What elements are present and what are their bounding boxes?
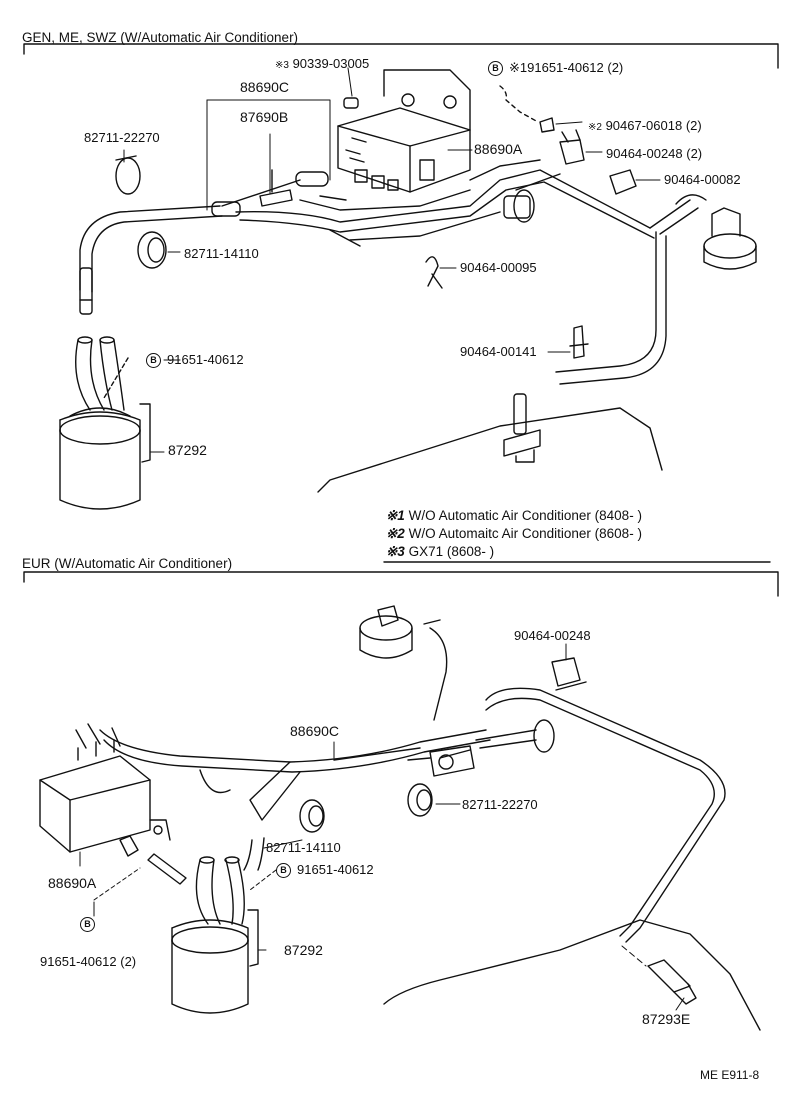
label-191651-40612: B ※191651-40612 (2) xyxy=(488,60,624,77)
note-1: ※1 W/O Automatic Air Conditioner (8408- … xyxy=(386,508,642,524)
footer-code: ME E911-8 xyxy=(700,1068,760,1082)
bottom-section-bracket xyxy=(23,571,779,597)
top-clamp-82711-22270 xyxy=(115,155,141,195)
label-91651-40612-2: B xyxy=(40,916,101,933)
b-circle-icon: B xyxy=(276,863,291,879)
part-number-90339-03005: 90339-03005 xyxy=(292,56,370,71)
label-90467-06018: ※2 90467-06018 (2) xyxy=(588,118,702,135)
b-circle-icon: B xyxy=(146,353,161,369)
label-91651-40612-bottom: B 91651-40612 xyxy=(276,862,374,879)
label-82711-14110-top: 82711-14110 xyxy=(184,246,259,261)
bottom-clamp-82711-22270 xyxy=(407,783,433,817)
top-section-title: GEN, ME, SWZ (W/Automatic Air Conditione… xyxy=(22,30,299,45)
label-88690a-top: 88690A xyxy=(474,141,523,157)
top-filter-tube xyxy=(79,267,93,315)
bottom-clip-90464-00248 xyxy=(551,657,587,691)
bottom-valve-assembly xyxy=(407,745,475,777)
top-grommet xyxy=(513,189,535,223)
label-90464-00082: 90464-00082 xyxy=(664,172,741,187)
part-number-90467-06018: 90467-06018 (2) xyxy=(605,118,702,133)
bottom-canister-87292 xyxy=(171,856,259,1014)
part-number-191651-40612: 191651-40612 (2) xyxy=(519,60,624,75)
label-87690b: 87690B xyxy=(240,109,289,125)
note-3: ※3 GX71 (8608- ) xyxy=(386,544,494,560)
label-88690a-bottom: 88690A xyxy=(48,875,97,891)
top-valve-87690b xyxy=(259,169,293,207)
label-87292-bottom: 87292 xyxy=(284,942,323,958)
label-90339-03005: ※3 90339-03005 xyxy=(275,56,369,73)
top-clip-90464-00095 xyxy=(425,256,443,289)
note-2: ※2 W/O Automaitc Air Conditioner (8608- … xyxy=(386,526,642,542)
label-91651-40612-2-text: 91651-40612 (2) xyxy=(40,954,137,969)
bottom-check-valve-87293e xyxy=(647,959,697,1005)
top-fuel-pipe-fitting xyxy=(503,393,541,463)
top-leader-lines xyxy=(123,67,661,453)
top-clamp-82711-14110 xyxy=(137,231,167,269)
bottom-section-title: EUR (W/Automatic Air Conditioner) xyxy=(22,556,233,571)
label-91651-40612-top: B 91651-40612 xyxy=(146,352,244,369)
top-hose-run xyxy=(79,159,699,385)
bottom-grommet xyxy=(475,719,555,753)
note-2-mark: ※2 xyxy=(386,526,405,541)
top-clip-90464-00141 xyxy=(569,325,589,359)
bottom-leader-lines xyxy=(79,643,685,1011)
note-3-text: GX71 (8608- ) xyxy=(408,544,495,559)
top-bolt-90467-06018 xyxy=(499,85,555,133)
label-90464-00248-top: 90464-00248 (2) xyxy=(606,146,703,161)
label-88690c-bottom: 88690C xyxy=(290,723,340,739)
top-vacuum-actuator xyxy=(675,194,757,270)
note-mark: ※ xyxy=(509,60,520,75)
note-1-mark: ※1 xyxy=(386,508,405,523)
note-mark-2: ※2 xyxy=(588,122,602,133)
bottom-fuel-tank-outline xyxy=(383,919,761,1031)
top-control-unit-88690a xyxy=(337,69,471,193)
part-number-91651-40612: 91651-40612 xyxy=(167,352,244,367)
label-90464-00141: 90464-00141 xyxy=(460,344,537,359)
label-82711-22270-top: 82711-22270 xyxy=(84,130,160,145)
label-87293e: 87293E xyxy=(642,1011,691,1027)
b-circle-icon: B xyxy=(80,917,95,933)
label-90464-00095: 90464-00095 xyxy=(460,260,537,275)
label-87292-top: 87292 xyxy=(168,442,207,458)
note-2-text: W/O Automaitc Air Conditioner (8608- ) xyxy=(408,526,642,541)
b-circle-icon: B xyxy=(488,61,503,77)
note-1-text: W/O Automatic Air Conditioner (8408- ) xyxy=(408,508,642,523)
bottom-control-unit-88690a xyxy=(39,739,187,885)
top-section-bracket xyxy=(23,43,779,69)
part-number-91651-40612-bottom: 91651-40612 xyxy=(297,862,374,877)
bottom-vacuum-actuator xyxy=(359,605,448,721)
top-fuel-tank-outline xyxy=(317,407,663,493)
top-clip-90464-00082 xyxy=(609,169,637,195)
note-3-mark: ※3 xyxy=(386,544,405,559)
note-mark-3: ※3 xyxy=(275,60,289,71)
top-canister-87292 xyxy=(59,336,151,510)
label-82711-22270-bottom: 82711-22270 xyxy=(462,797,538,812)
label-88690c-top: 88690C xyxy=(240,79,290,95)
label-90464-00248-bottom: 90464-00248 xyxy=(514,628,591,643)
bottom-hose-run xyxy=(75,687,726,943)
bottom-clamp-82711-14110 xyxy=(299,799,325,833)
label-82711-14110-bottom: 82711-14110 xyxy=(266,840,341,855)
top-clip-90464-00248 xyxy=(559,129,585,165)
